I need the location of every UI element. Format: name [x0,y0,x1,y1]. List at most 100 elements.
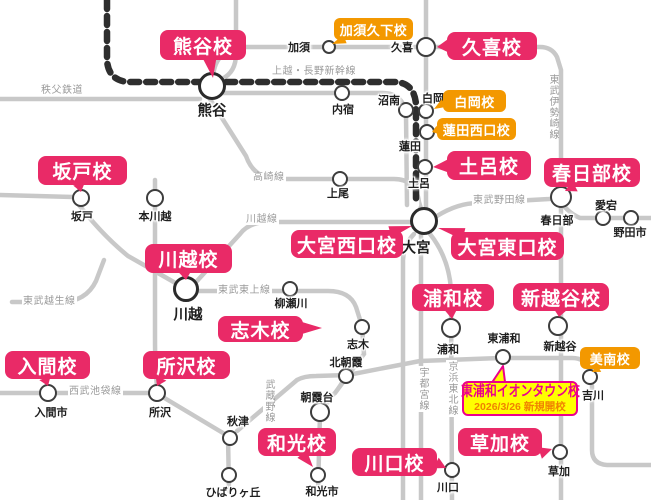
school-label[interactable]: 所沢校 [143,351,230,379]
station-marker [322,40,336,54]
station-name-label: 草加 [548,466,570,478]
station-marker [552,444,568,460]
station-name-label: 吉川 [582,390,604,402]
station-marker [417,159,433,175]
station-name-label: 新越谷 [543,341,577,353]
label-tail [554,309,566,317]
line-name-label: 秩父鉄道 [40,85,84,96]
school-label[interactable]: 川越校 [145,244,232,273]
line-name-label: 武蔵野線 [263,378,274,424]
joetsu-nagano-shinkansen [103,0,420,209]
station-marker [334,85,350,101]
line-name-label: 京浜東北線 [446,360,457,417]
station-marker [582,369,598,385]
station-name-label: 蓮田 [399,141,421,153]
station-marker [444,462,460,478]
school-label[interactable]: 志木校 [218,316,303,342]
station-name-label: 久喜 [391,42,413,54]
station-name-label: 秋津 [227,416,249,428]
school-label[interactable]: 久喜校 [447,32,537,60]
label-tail [302,322,322,334]
school-label[interactable]: 土呂校 [447,151,531,180]
station-marker [418,103,434,119]
school-label[interactable]: 坂戸校 [38,156,127,185]
station-name-label: 川越 [173,307,203,324]
label-tail [203,57,217,78]
station-name-label: 北朝霞 [329,357,363,369]
station-name-label: 沼南 [378,95,400,107]
new-school-name: 東浦和イオンタウン校 [460,384,580,401]
school-label[interactable]: 大宮西口校 [291,230,403,258]
station-marker [495,349,511,365]
school-label[interactable]: 新越谷校 [513,283,609,311]
station-name-label: 入間市 [34,407,68,419]
station-marker [354,319,370,335]
station-name-label: 坂戸 [71,211,93,223]
school-label[interactable]: 熊谷校 [160,30,246,60]
station-name-label: 東浦和 [487,333,521,345]
line-name-label: 東武東上線 [217,285,272,296]
line-name-label: 川越線 [245,214,279,225]
station-marker [548,316,568,336]
label-tail [445,309,457,319]
station-marker [310,402,330,422]
station-name-label: 土呂 [408,178,430,190]
station-name-label: 春日部 [540,215,574,227]
station-marker [416,37,436,57]
school-label[interactable]: 美南校 [580,347,640,369]
station-marker [338,368,354,384]
station-marker [332,171,348,187]
school-label[interactable]: 入間校 [5,351,90,379]
station-name-label: 朝霞台 [300,392,334,404]
station-marker [282,281,298,297]
station-name-label: 熊谷 [197,103,227,120]
kitaasaka-connector [326,378,345,405]
school-label[interactable]: 白岡校 [443,90,506,112]
station-marker [222,430,238,446]
station-marker [595,210,611,226]
sakado-west-line [0,192,76,200]
tobu-isesaki-line [210,44,564,500]
school-label[interactable]: 大宮東口校 [451,232,564,260]
new-school-open-date: 2026/3/26 新規開校 [474,400,566,413]
station-name-label: 野田市 [613,227,647,239]
omiya-south-a [400,231,417,500]
label-tail [297,450,313,467]
station-name-label: 上尾 [327,188,349,200]
station-name-label: 本川越 [138,211,172,223]
station-name-label: 志木 [347,339,369,351]
station-name-label: 浦和 [437,344,459,356]
tobu-tojo-line-sakado [73,198,182,288]
school-label[interactable]: 川口校 [352,448,437,476]
station-name-label: 柳瀬川 [274,298,308,310]
station-marker [441,318,461,338]
line-name-label: 高崎線 [252,172,286,183]
station-marker [550,186,572,208]
station-name-label: 所沢 [149,407,171,419]
station-name-label: 大宮 [401,240,431,257]
line-name-label: 東武越生線 [22,296,77,307]
school-label[interactable]: 草加校 [458,428,542,456]
station-marker [410,207,438,235]
label-tail [437,39,449,53]
label-tail [433,159,449,173]
new-school-callout[interactable]: 東浦和イオンタウン校 2026/3/26 新規開校 [460,381,580,416]
station-marker [221,467,237,483]
station-name-label: 加須 [288,42,310,54]
station-name-label: 川口 [437,482,459,494]
line-name-label: 上越・長野新幹線 [271,66,357,77]
line-name-label: 宇都宮線 [417,366,428,412]
station-name-label: 和光市 [305,486,339,498]
school-label[interactable]: 浦和校 [412,284,494,311]
line-name-label: 西武池袋線 [68,386,123,397]
school-label[interactable]: 蓮田西口校 [437,118,516,140]
label-tail [179,271,191,280]
school-label[interactable]: 春日部校 [544,158,640,187]
station-name-label: 内宿 [332,104,354,116]
station-name-label: 愛宕 [595,200,617,212]
school-label[interactable]: 和光校 [258,428,336,456]
station-name-label: ひばりヶ丘 [205,487,261,499]
school-label[interactable]: 加須久下校 [334,18,413,40]
station-name-label: 白岡 [422,93,444,105]
